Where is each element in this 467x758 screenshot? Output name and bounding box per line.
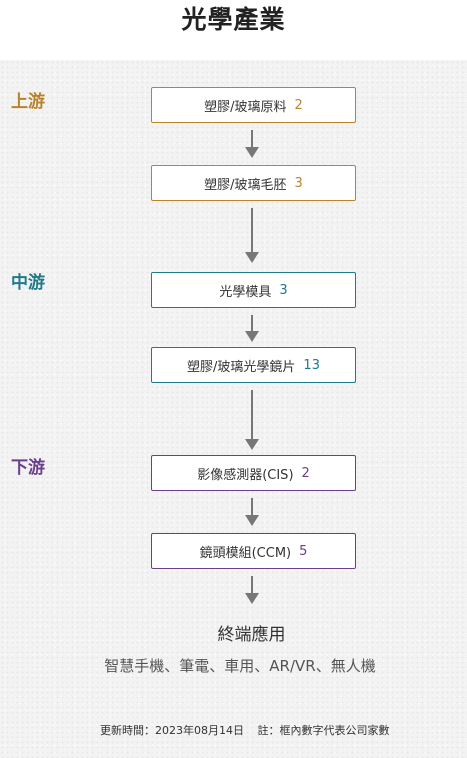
- stage-label-downstream: 下游: [11, 458, 45, 478]
- node-optical-mold[interactable]: 光學模具 3: [151, 272, 356, 308]
- update-time: 更新時間：2023年08月14日: [100, 724, 244, 737]
- flow-arrow: [245, 208, 259, 263]
- node-company-count: 13: [303, 357, 320, 373]
- node-label: 塑膠/玻璃原料: [204, 99, 287, 115]
- node-lens-module-ccm[interactable]: 鏡頭模組(CCM) 5: [151, 533, 356, 569]
- footer: 更新時間：2023年08月14日 註：框內數字代表公司家數: [100, 722, 390, 738]
- node-label: 影像感測器(CIS): [197, 467, 294, 483]
- node-label: 光學模具: [219, 284, 272, 300]
- stage-label-midstream: 中游: [11, 273, 45, 293]
- node-company-count: 5: [299, 543, 308, 559]
- node-label: 塑膠/玻璃光學鏡片: [187, 359, 296, 375]
- node-label: 鏡頭模組(CCM): [199, 545, 292, 561]
- node-company-count: 3: [294, 175, 303, 191]
- footnote: 註：框內數字代表公司家數: [257, 724, 390, 737]
- node-company-count: 2: [301, 465, 310, 481]
- page-title: 光學產業: [0, 0, 467, 60]
- end-use-title: 終端應用: [217, 625, 286, 645]
- node-plastic-glass-blank[interactable]: 塑膠/玻璃毛胚 3: [151, 165, 356, 201]
- node-company-count: 3: [279, 282, 288, 298]
- flow-arrow: [245, 576, 259, 604]
- flow-arrow: [245, 130, 259, 158]
- node-optical-lens[interactable]: 塑膠/玻璃光學鏡片 13: [151, 347, 356, 383]
- node-label: 塑膠/玻璃毛胚: [204, 177, 287, 193]
- flow-arrow: [245, 390, 259, 450]
- node-plastic-glass-raw-material[interactable]: 塑膠/玻璃原料 2: [151, 87, 356, 123]
- end-use-applications: 智慧手機、筆電、車用、AR/VR、無人機: [104, 657, 376, 675]
- flow-arrow: [245, 498, 259, 526]
- stage-label-upstream: 上游: [11, 92, 45, 112]
- node-image-sensor-cis[interactable]: 影像感測器(CIS) 2: [151, 455, 356, 491]
- node-company-count: 2: [294, 97, 303, 113]
- flow-arrow: [245, 315, 259, 342]
